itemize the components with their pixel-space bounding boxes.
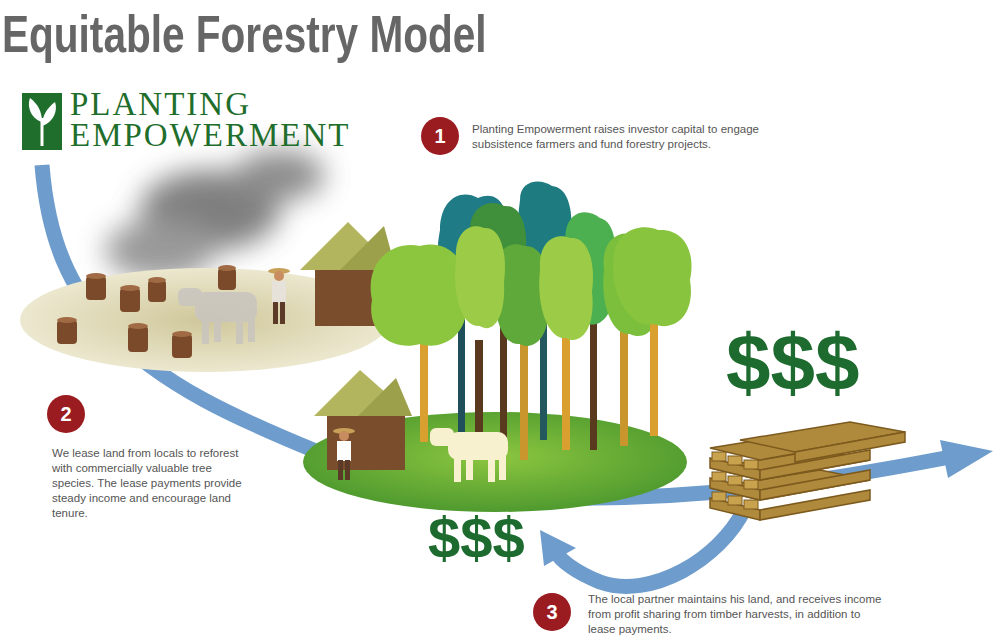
deforested-land — [20, 222, 396, 372]
callout-number-text: 2 — [47, 402, 85, 426]
reforested-land — [303, 182, 692, 512]
callout-circle-shape — [421, 117, 459, 155]
arrow-head — [540, 530, 576, 566]
callout-number-text: 3 — [533, 600, 571, 624]
callout-circle-shape — [533, 593, 571, 631]
callout-number: 1 — [421, 117, 459, 155]
logo-icon — [22, 93, 62, 150]
money-symbol: $$$ — [726, 318, 886, 408]
money-symbol: $$$ — [428, 505, 548, 571]
smoke — [105, 150, 325, 280]
step-text: Planting Empowerment raises investor cap… — [472, 122, 772, 152]
callout-number-text: 1 — [421, 124, 459, 148]
return-arrow — [556, 508, 745, 586]
arrow-head — [940, 440, 993, 478]
step-text: The local partner maintains his land, an… — [588, 592, 888, 637]
timber-stack — [710, 422, 905, 520]
callout-number: 3 — [533, 593, 571, 631]
callout-circle-shape — [47, 395, 85, 433]
step-text: We lease land from locals to reforest wi… — [52, 446, 252, 521]
logo-text: PLANTING EMPOWERMENT — [70, 89, 405, 151]
diagram-title: Equitable Forestry Model — [2, 4, 487, 64]
callout-number: 2 — [47, 395, 85, 433]
